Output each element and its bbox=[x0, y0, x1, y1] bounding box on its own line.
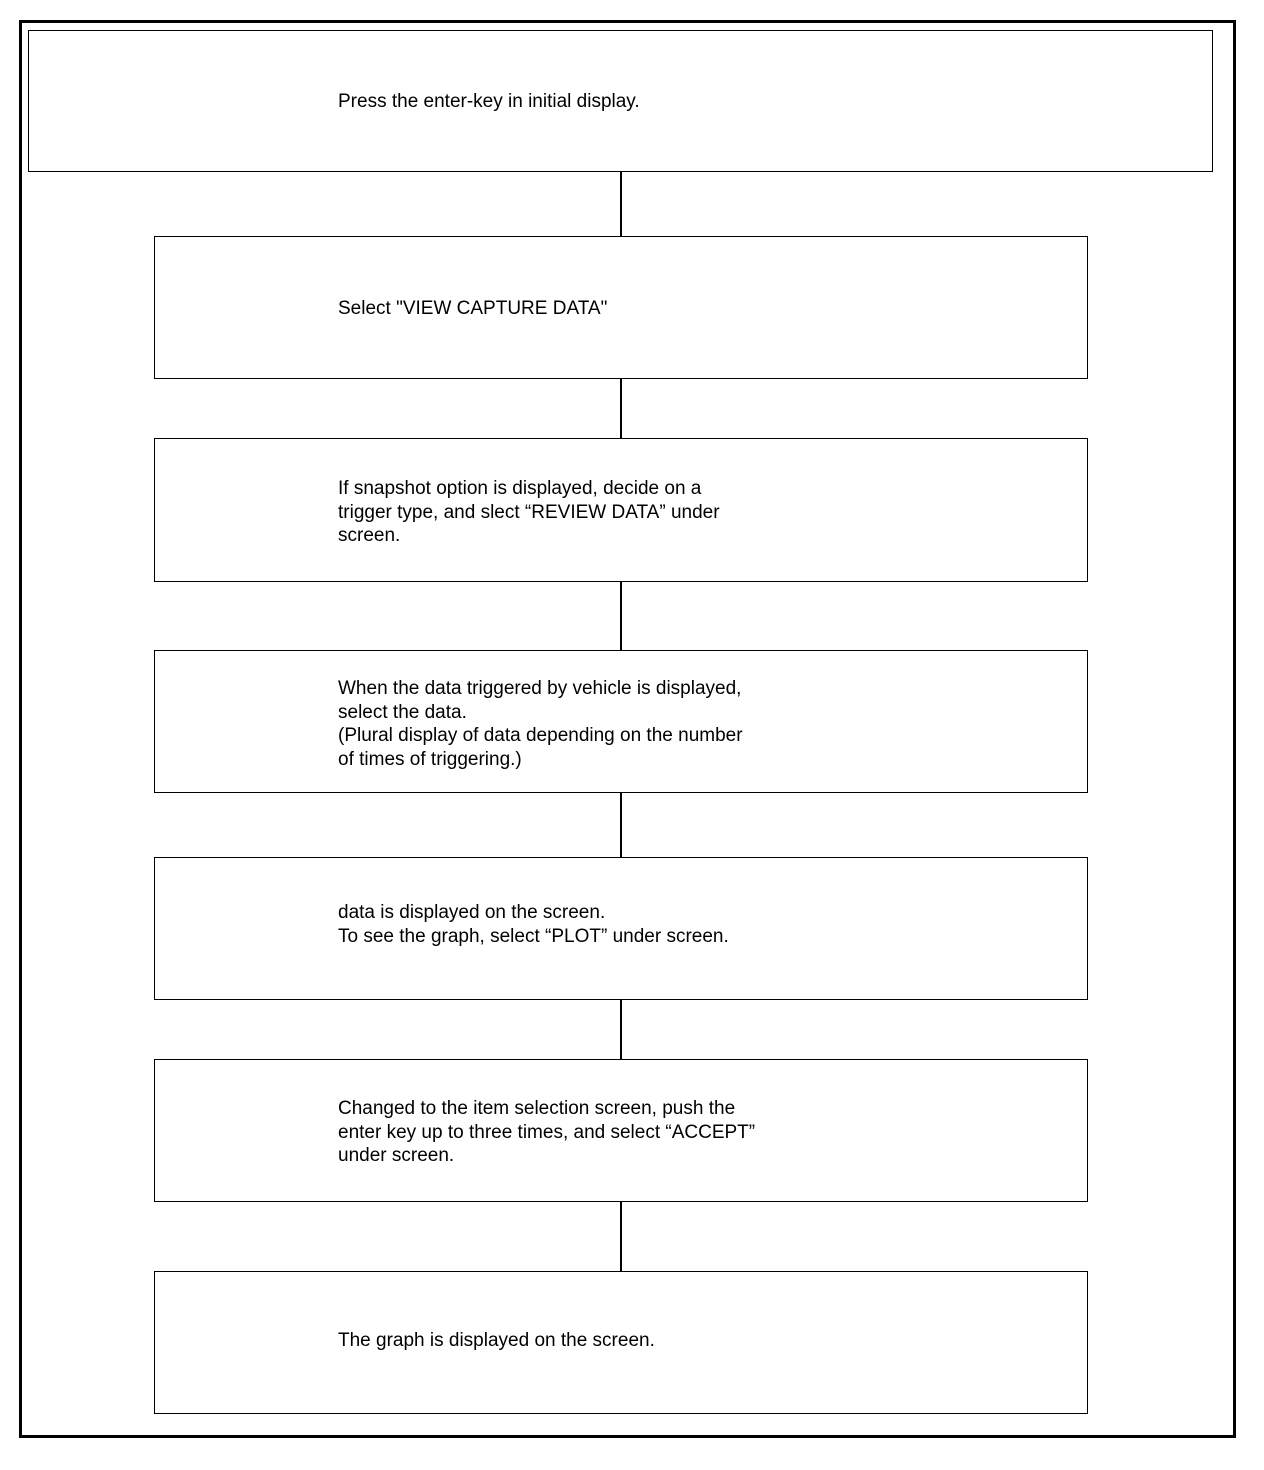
diagram-frame bbox=[19, 20, 1236, 1438]
step-text-6: Changed to the item selection screen, pu… bbox=[338, 1098, 756, 1166]
connector-line-2 bbox=[620, 379, 622, 438]
step-box-6 bbox=[154, 1059, 1088, 1202]
step-text-1: Press the enter-key in initial display. bbox=[338, 91, 640, 112]
connector-line-1 bbox=[620, 172, 622, 236]
step-text-3: If snapshot option is displayed, decide … bbox=[338, 478, 720, 546]
step-box-3 bbox=[154, 438, 1088, 582]
step-text-4: When the data triggered by vehicle is di… bbox=[338, 678, 743, 770]
step-box-4 bbox=[154, 650, 1088, 793]
connector-line-4 bbox=[620, 793, 622, 857]
step-text-2: Select "VIEW CAPTURE DATA" bbox=[338, 298, 608, 319]
connector-line-6 bbox=[620, 1202, 622, 1271]
connector-line-5 bbox=[620, 1000, 622, 1059]
step-box-2 bbox=[154, 236, 1088, 379]
step-box-7 bbox=[154, 1271, 1088, 1414]
connector-line-3 bbox=[620, 582, 622, 650]
step-box-1 bbox=[28, 30, 1213, 172]
step-text-5: data is displayed on the screen. To see … bbox=[338, 902, 729, 947]
step-text-7: The graph is displayed on the screen. bbox=[338, 1330, 655, 1351]
step-box-5 bbox=[154, 857, 1088, 1000]
